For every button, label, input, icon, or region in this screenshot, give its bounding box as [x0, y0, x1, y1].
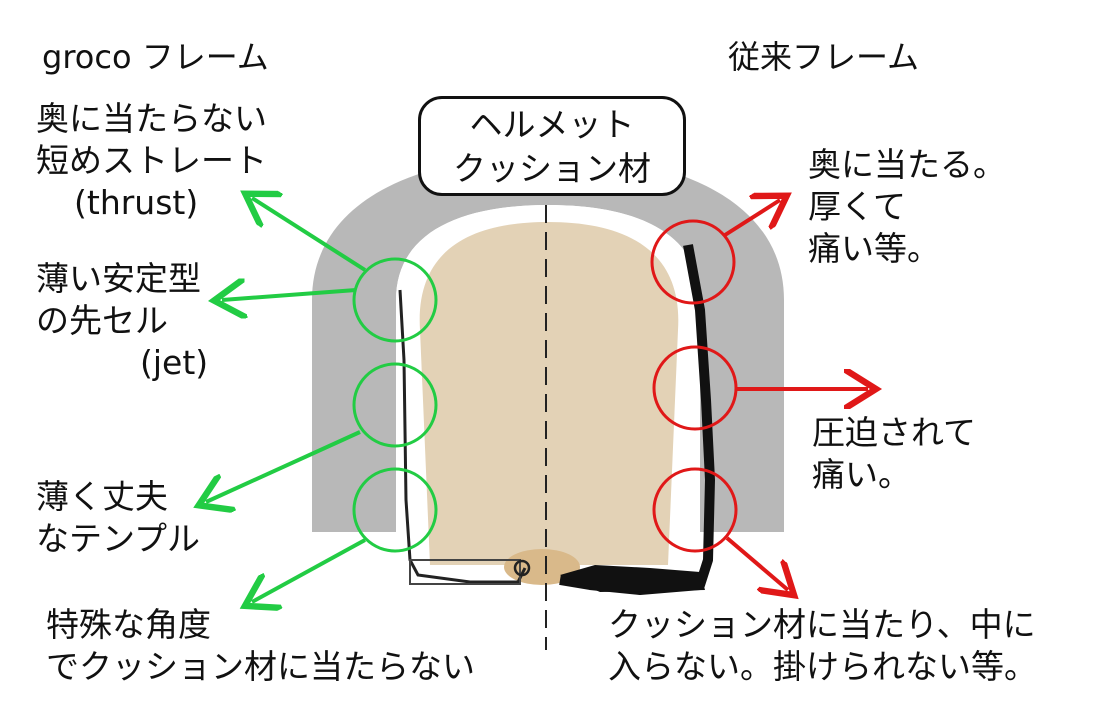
- note-line: 入らない。掛けられない等。: [608, 647, 1037, 686]
- note-line: 奥に当たらない: [36, 99, 267, 138]
- note-line: 薄い安定型: [36, 259, 201, 298]
- callout-line: ヘルメット: [469, 105, 635, 144]
- note-line: 厚くて: [808, 187, 907, 226]
- note-line: でクッション材に当たらない: [46, 647, 475, 686]
- note-line: 特殊な角度: [46, 605, 211, 644]
- helmet-shell: [312, 155, 784, 532]
- conventional-frame-header: 従来フレーム: [728, 38, 920, 76]
- helmet-cushion-callout: ヘルメット クッション材: [418, 96, 686, 196]
- good-point-circle: [352, 362, 438, 448]
- bad-point-circle: [650, 219, 736, 305]
- groco-front: [409, 559, 521, 585]
- bad-arrow: [723, 200, 780, 237]
- note-line: (jet): [140, 343, 209, 382]
- conventional-note-depth: 奥に当たる。 厚くて 痛い等。: [808, 144, 1006, 270]
- groco-note-angle: 特殊な角度 でクッション材に当たらない: [46, 604, 475, 688]
- note-line: なテンプル: [36, 519, 201, 558]
- groco-frame-header: groco フレーム: [42, 38, 269, 76]
- good-point-circle: [352, 467, 438, 553]
- note-line: 短めストレート: [36, 141, 267, 180]
- note-line: 薄く丈夫: [36, 477, 168, 516]
- groco-note-depth: 奥に当たらない 短めストレート (thrust): [36, 98, 267, 224]
- hinge-icon: [513, 559, 531, 577]
- note-line: 奥に当たる。: [808, 145, 1006, 184]
- groco-temple: [398, 289, 527, 584]
- groco-note-temple: 薄く丈夫 なテンプル: [36, 476, 200, 560]
- conventional-front: [560, 565, 705, 592]
- bad-arrow: [725, 536, 788, 590]
- good-arrow: [252, 538, 366, 602]
- good-point-circle: [352, 257, 438, 343]
- good-arrow: [206, 430, 361, 502]
- note-line: 圧迫されて: [812, 413, 977, 452]
- note-line: (thrust): [74, 183, 199, 222]
- callout-line: クッション材: [453, 149, 651, 188]
- note-line: 痛い等。: [808, 229, 940, 268]
- note-line: クッション材に当たり、中に: [608, 605, 1036, 644]
- conventional-note-pressure: 圧迫されて 痛い。: [812, 412, 976, 496]
- groco-note-tip: 薄い安定型 の先セル (jet): [36, 258, 208, 384]
- bad-point-circle: [652, 467, 738, 553]
- conventional-note-cushion: クッション材に当たり、中に 入らない。掛けられない等。: [608, 604, 1037, 688]
- good-arrow: [252, 198, 367, 272]
- note-line: 痛い。: [812, 455, 911, 494]
- note-line: の先セル: [36, 301, 168, 340]
- head-cushion: [419, 222, 679, 565]
- good-arrow: [222, 290, 357, 300]
